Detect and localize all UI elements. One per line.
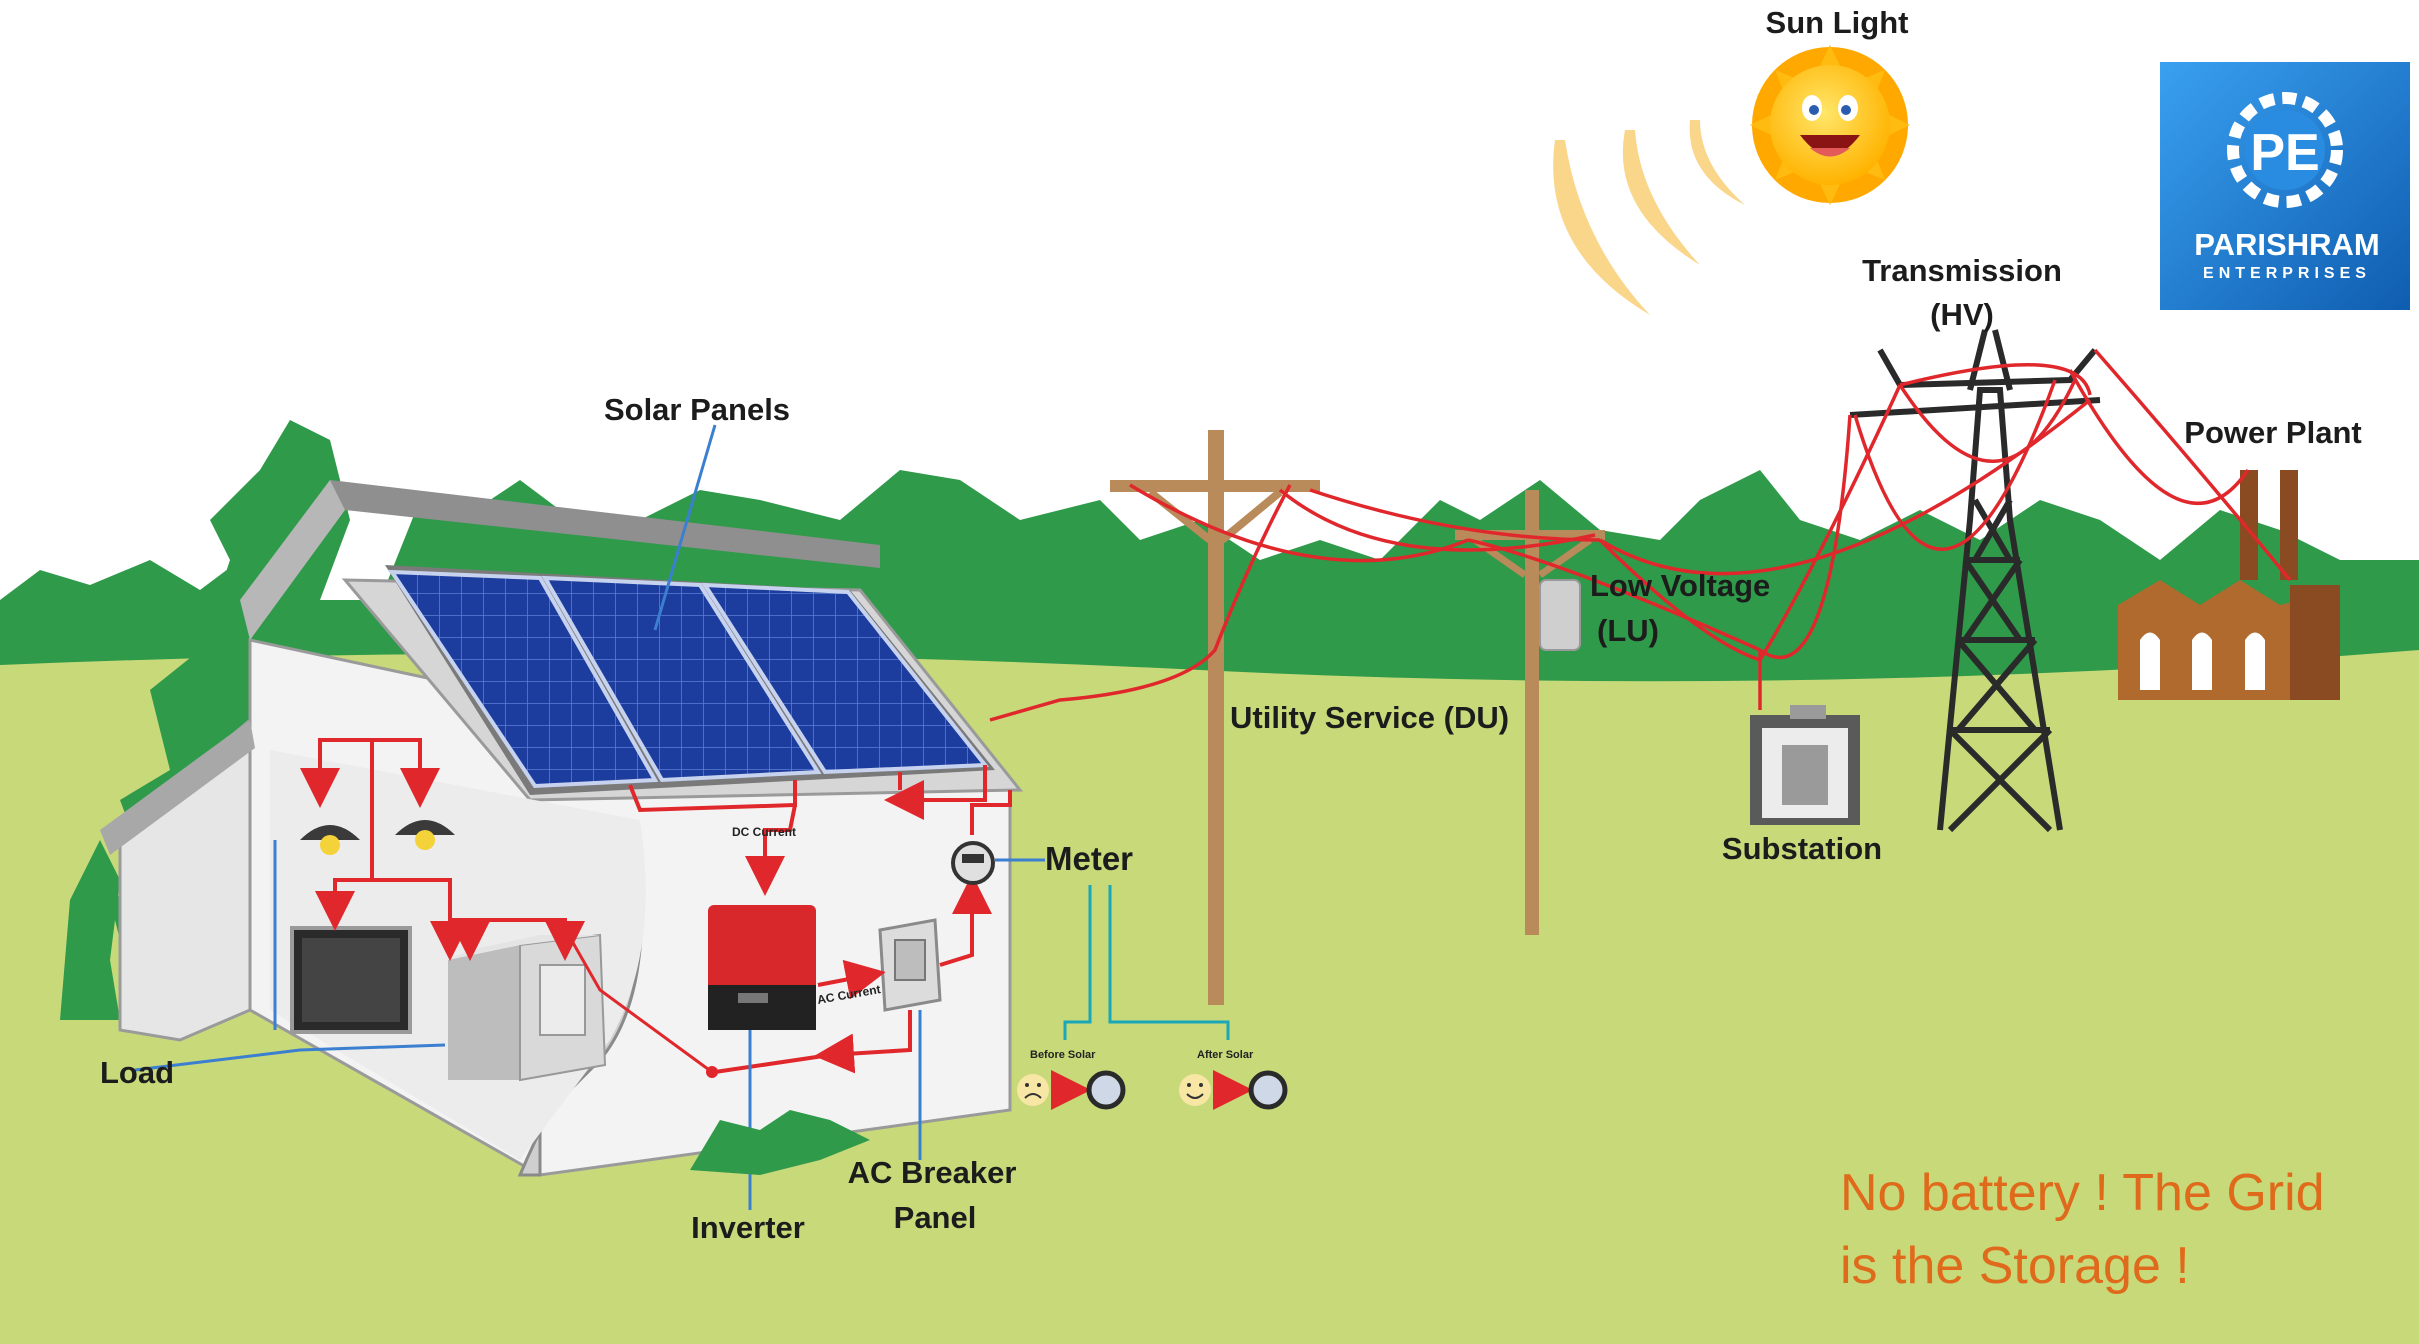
inverter-unit	[708, 905, 816, 1030]
before-solar-label: Before Solar	[1030, 1049, 1096, 1061]
ceiling-lamps	[300, 820, 455, 855]
substation-label: Substation	[1722, 831, 1882, 866]
power-lines	[989, 348, 2292, 722]
happy-face-icon	[1179, 1074, 1211, 1106]
sunlight-rays	[1553, 120, 1745, 315]
transmission-hv-label: (HV)	[1930, 297, 1994, 332]
leader-lines	[134, 424, 1045, 1210]
before-after-leaders	[1063, 885, 1230, 1040]
after-solar-indicator: After Solar	[1179, 1049, 1288, 1110]
meter-label: Meter	[1045, 840, 1133, 877]
solar-panels-label: Solar Panels	[604, 392, 790, 427]
ac-breaker-panel-label: Panel	[894, 1200, 977, 1235]
ac-breaker-panel	[878, 918, 942, 1012]
power-plant	[2118, 470, 2340, 700]
substation-building	[1750, 705, 1860, 825]
parishram-logo: PE PARISHRAM ENTERPRISES	[2160, 62, 2410, 310]
sun-light-label: Sun Light	[1766, 5, 1909, 40]
tagline-line-1: No battery ! The Grid	[1840, 1164, 2325, 1222]
utility-service-label: Utility Service (DU)	[1230, 700, 1509, 735]
electric-meter-icon	[1248, 1070, 1288, 1110]
television	[290, 926, 412, 1034]
sad-face-icon	[1017, 1074, 1049, 1106]
dc-current-label: DC Current	[732, 825, 796, 839]
logo-sub: ENTERPRISES	[2203, 265, 2371, 282]
utility-pole-1	[1110, 430, 1320, 1005]
power-plant-label: Power Plant	[2184, 415, 2361, 450]
solar-panel-array	[385, 565, 995, 795]
tagline-line-2: is the Storage !	[1840, 1237, 2190, 1295]
load-wiring	[300, 738, 585, 961]
after-solar-label: After Solar	[1197, 1049, 1254, 1061]
sun-icon	[1750, 45, 1910, 205]
ac-breaker-label: AC Breaker	[848, 1155, 1017, 1190]
shrub-left	[60, 840, 120, 1020]
transmission-label: Transmission	[1862, 253, 2062, 288]
before-solar-indicator: Before Solar	[1017, 1049, 1126, 1110]
washer-dryer	[448, 933, 607, 1082]
ground-shrub	[690, 1110, 870, 1175]
logo-initials: PE	[2250, 124, 2319, 182]
meter-device	[951, 841, 995, 885]
inverter-label: Inverter	[691, 1210, 805, 1245]
utility-pole-2	[1455, 490, 1605, 935]
logo-name: PARISHRAM	[2194, 227, 2379, 262]
electric-meter-icon	[1086, 1070, 1126, 1110]
dc-wiring	[628, 765, 987, 896]
transmission-tower	[1849, 329, 2101, 833]
load-label: Load	[100, 1055, 174, 1090]
low-voltage-lu-label: (LU)	[1597, 613, 1659, 648]
low-voltage-label: Low Voltage	[1590, 568, 1770, 603]
